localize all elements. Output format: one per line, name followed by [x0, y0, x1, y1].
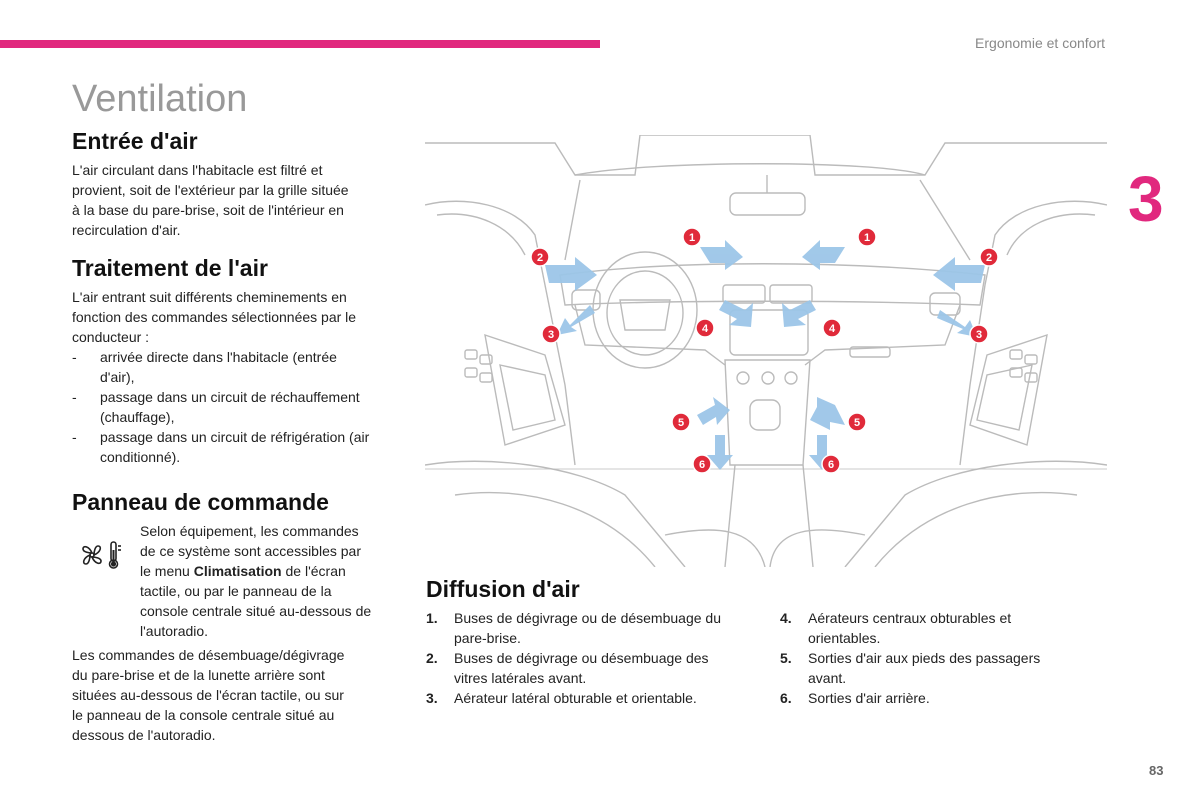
airflow-arrow	[937, 310, 977, 337]
panneau-paragraph-2: Les commandes de désembuage/dégivrage du…	[72, 647, 345, 743]
svg-text:1: 1	[864, 232, 870, 244]
airflow-arrow	[700, 240, 743, 270]
airflow-arrow	[697, 397, 730, 425]
svg-text:6: 6	[699, 459, 705, 471]
airflow-arrow	[802, 240, 845, 270]
diagram-marker: 5	[671, 412, 691, 432]
entree-heading: Entrée d'air	[72, 128, 198, 154]
entree-paragraph: L'air circulant dans l'habitacle est fil…	[72, 162, 349, 238]
svg-text:4: 4	[829, 323, 836, 335]
svg-text:2: 2	[986, 252, 992, 264]
airflow-arrow	[545, 257, 597, 291]
svg-text:6: 6	[828, 459, 834, 471]
traitement-list: -arrivée directe dans l'habitacle (entré…	[72, 347, 402, 467]
diagram-marker: 6	[821, 454, 841, 474]
chapter-number: 3	[1128, 163, 1164, 235]
cabin-ventilation-diagram: 1 1 2 2 3 3 4 4 5 5 6 6	[425, 135, 1107, 567]
airflow-arrow	[557, 305, 595, 335]
panneau-heading: Panneau de commande	[72, 489, 329, 515]
diagram-marker: 4	[695, 318, 715, 338]
diagram-marker: 1	[682, 227, 702, 247]
header-accent-bar	[0, 40, 600, 48]
section-title: Ergonomie et confort	[975, 35, 1105, 51]
airflow-arrow	[782, 300, 816, 327]
list-item: -passage dans un circuit de réchauffemen…	[72, 389, 360, 425]
panneau-paragraph: Selon équipement, les commandes de ce sy…	[140, 523, 372, 639]
diagram-marker: 1	[857, 227, 877, 247]
airflow-arrow	[810, 397, 845, 430]
diagram-marker: 2	[530, 247, 550, 267]
fan-thermometer-icon	[82, 541, 121, 569]
svg-text:1: 1	[689, 232, 695, 244]
list-item: -passage dans un circuit de réfrigératio…	[72, 429, 370, 465]
list-item: -arrivée directe dans l'habitacle (entré…	[72, 349, 337, 385]
traitement-paragraph: L'air entrant suit différents cheminemen…	[72, 289, 357, 345]
list-item: 1.Buses de dégivrage ou de désembuage du…	[426, 610, 721, 646]
traitement-heading: Traitement de l'air	[72, 255, 268, 281]
list-item: 3.Aérateur latéral obturable et orientab…	[426, 690, 697, 706]
page-number: 83	[1149, 763, 1164, 778]
diagram-marker: 5	[847, 412, 867, 432]
svg-text:3: 3	[976, 329, 982, 341]
list-item: 6.Sorties d'air arrière.	[780, 690, 930, 706]
diffusion-list-left: 1.Buses de dégivrage ou de désembuage du…	[426, 608, 761, 708]
diagram-marker: 4	[822, 318, 842, 338]
airflow-arrow	[707, 435, 733, 470]
svg-text:5: 5	[678, 417, 684, 429]
svg-text:3: 3	[548, 329, 554, 341]
airflow-arrow	[933, 257, 985, 291]
diagram-marker: 2	[979, 247, 999, 267]
diagram-marker: 3	[541, 324, 561, 344]
airflow-arrow	[719, 300, 753, 327]
page-title: Ventilation	[72, 78, 248, 120]
diagram-marker: 3	[969, 324, 989, 344]
diagram-marker: 6	[692, 454, 712, 474]
svg-text:2: 2	[537, 252, 543, 264]
svg-text:4: 4	[702, 323, 709, 335]
diffusion-heading: Diffusion d'air	[426, 576, 580, 602]
svg-text:5: 5	[854, 417, 860, 429]
